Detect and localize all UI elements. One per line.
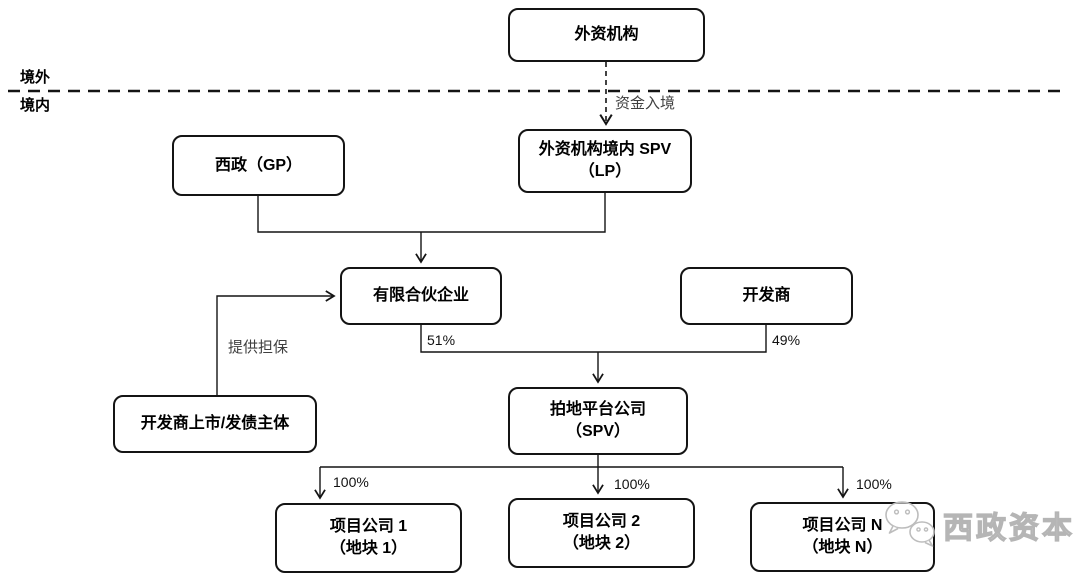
node-developer: 开发商 bbox=[680, 267, 853, 325]
edge-gp-lp-join bbox=[257, 193, 606, 233]
node-land-auction-platform-line1: 拍地平台公司 bbox=[549, 401, 646, 418]
node-project-company-2-line2: （地块 2） bbox=[562, 535, 641, 552]
watermark-brand-text: 西政资本 bbox=[942, 511, 1075, 545]
wechat-icon bbox=[885, 501, 935, 547]
node-project-company-n-line1: 项目公司 N bbox=[802, 517, 883, 534]
node-foreign-institution: 外资机构 bbox=[508, 8, 705, 62]
node-land-auction-platform-line2: （SPV） bbox=[565, 423, 631, 440]
node-project-company-1-line2: （地块 1） bbox=[329, 540, 408, 557]
node-project-company-1: 项目公司 1 （地块 1） bbox=[275, 503, 462, 573]
edge-label-100pct-projectn: 100% bbox=[856, 476, 892, 492]
node-project-company-2: 项目公司 2 （地块 2） bbox=[508, 498, 695, 568]
node-land-auction-platform: 拍地平台公司 （SPV） bbox=[508, 387, 688, 455]
node-domestic-spv-line2: （LP） bbox=[578, 163, 632, 180]
node-developer-listed-entity: 开发商上市/发债主体 bbox=[113, 395, 317, 453]
edge-label-provide-guarantee: 提供担保 bbox=[228, 339, 289, 356]
region-label-onshore: 境内 bbox=[20, 97, 51, 114]
edge-stakes-join bbox=[420, 325, 767, 353]
node-domestic-spv-line1: 外资机构境内 SPV bbox=[538, 141, 672, 158]
edge-label-100pct-project2: 100% bbox=[614, 476, 650, 492]
node-project-company-n-line2: （地块 N） bbox=[802, 539, 883, 556]
node-project-company-2-line1: 项目公司 2 bbox=[562, 513, 641, 530]
node-xizheng-gp-label: 西政（GP） bbox=[214, 156, 303, 174]
region-label-offshore: 境外 bbox=[20, 69, 51, 86]
edge-label-100pct-project1: 100% bbox=[333, 474, 369, 490]
node-limited-partnership-label: 有限合伙企业 bbox=[372, 287, 469, 304]
edge-label-funds-entry: 资金入境 bbox=[615, 95, 676, 112]
node-foreign-institution-label: 外资机构 bbox=[574, 26, 639, 43]
edge-label-49pct: 49% bbox=[772, 332, 801, 348]
edge-label-51pct: 51% bbox=[427, 332, 456, 348]
node-project-company-1-line1: 项目公司 1 bbox=[329, 518, 408, 535]
node-developer-listed-entity-label: 开发商上市/发债主体 bbox=[140, 415, 290, 432]
watermark: 西政资本 bbox=[882, 499, 1075, 551]
node-limited-partnership: 有限合伙企业 bbox=[340, 267, 502, 325]
node-developer-label: 开发商 bbox=[742, 287, 791, 304]
edge-guarantee bbox=[216, 290, 336, 395]
node-domestic-spv: 外资机构境内 SPV （LP） bbox=[518, 129, 692, 193]
node-xizheng-gp: 西政（GP） bbox=[172, 135, 345, 196]
